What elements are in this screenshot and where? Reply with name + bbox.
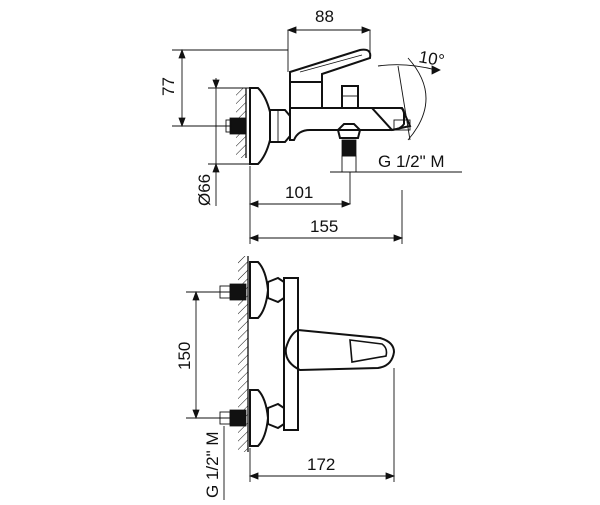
dim-spacing-label: 150 [175,342,194,370]
lower-inlet-thread [229,409,247,427]
upper-nut [267,276,285,304]
dim-width-label: 88 [315,7,334,26]
shower-thread [341,139,357,157]
escutcheon [249,87,271,165]
aerator [393,119,411,131]
dim-depth-1-label: 101 [285,183,313,202]
side-view: 10° 88 77 Ø66 G 1/2" M 101 [159,7,462,244]
lower-escutcheon [249,389,270,447]
lever-handle [289,48,372,83]
cartridge-housing [289,81,323,109]
lower-nut [267,402,285,430]
top-thread-label: G 1/2" M [378,152,445,171]
dim-length-label: 172 [307,455,335,474]
union-nut [269,109,291,143]
diverter-knob [341,85,359,109]
dim-diameter-label: Ø66 [195,174,214,206]
dim-depth-2-label: 155 [310,217,338,236]
shower-outlet [336,123,362,139]
inlet-thread [229,117,247,135]
dim-height-label: 77 [159,77,178,96]
front-spout [284,328,396,372]
front-view: 150 G 1/2" M 172 [175,256,396,500]
angle-arc [407,57,427,141]
lever-front [349,339,388,363]
front-body [283,277,299,431]
angle-label: 10° [417,47,446,70]
upper-escutcheon [249,261,270,319]
front-thread-label: G 1/2" M [203,432,222,499]
upper-inlet-thread [229,283,247,301]
front-wall-hatch [238,256,248,452]
